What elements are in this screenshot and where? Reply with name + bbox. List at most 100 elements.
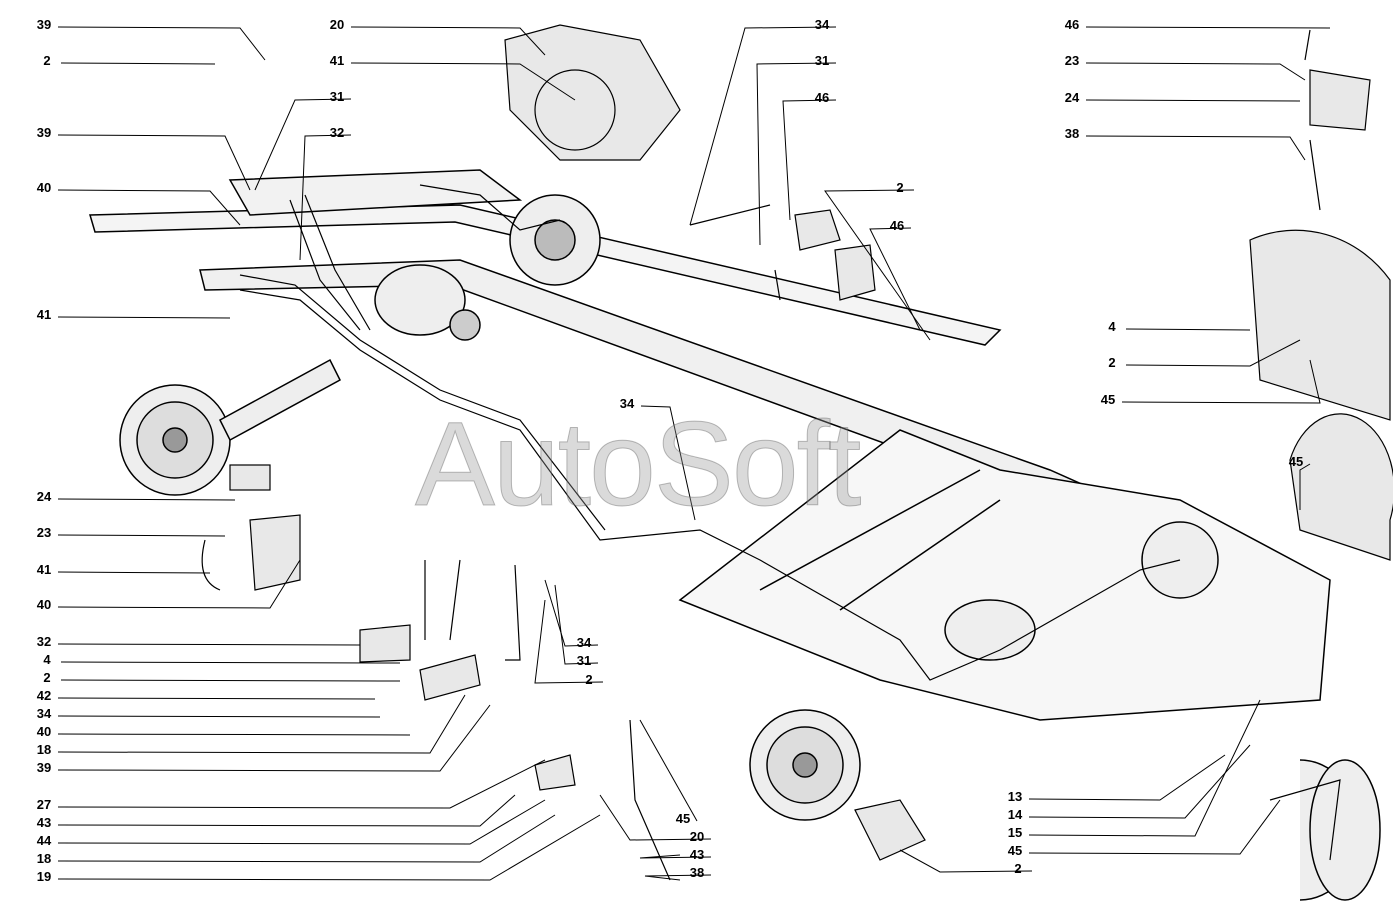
leader-line	[1121, 359, 1321, 404]
callout-label: 23	[1064, 52, 1080, 68]
leader-line	[824, 189, 931, 341]
callout-label: 2	[43, 669, 51, 685]
leader-line	[1085, 26, 1331, 29]
callout-label: 24	[1064, 89, 1080, 105]
leader-line	[1299, 463, 1311, 510]
leader-line	[57, 694, 466, 754]
callout-label: 40	[36, 179, 52, 195]
callout-label: 24	[36, 488, 52, 504]
leader-line	[899, 849, 1033, 873]
callout-label: 18	[36, 741, 52, 757]
leader-line	[57, 704, 491, 772]
leader-line	[639, 719, 698, 822]
leader-line	[350, 26, 546, 56]
callout-label: 46	[1064, 16, 1080, 32]
leader-line	[57, 498, 236, 501]
callout-label: 31	[329, 88, 345, 104]
leader-line	[57, 794, 516, 827]
callout-label: 4	[43, 651, 51, 667]
callout-label: 2	[1014, 860, 1022, 876]
leader-line	[57, 733, 411, 736]
leader-line	[644, 874, 712, 881]
leader-line	[57, 189, 241, 226]
callout-label: 18	[36, 850, 52, 866]
callout-label: 2	[585, 671, 593, 687]
callout-label: 31	[576, 652, 592, 668]
callout-label: 27	[36, 796, 52, 812]
leader-line	[1125, 328, 1251, 331]
callout-label: 31	[814, 52, 830, 68]
callout-label: 45	[1288, 453, 1304, 469]
callout-label: 44	[36, 832, 52, 848]
leader-line	[254, 98, 352, 191]
callout-label: 46	[814, 89, 830, 105]
leader-line	[57, 134, 251, 191]
leader-line	[640, 405, 696, 521]
callout-label: 32	[329, 124, 345, 140]
callout-label: 34	[619, 395, 635, 411]
callout-label: 23	[36, 524, 52, 540]
callout-label: 38	[1064, 125, 1080, 141]
leader-line	[57, 26, 266, 61]
callout-label: 20	[689, 828, 705, 844]
leader-line	[60, 661, 401, 664]
leader-line	[350, 62, 576, 101]
leader-line	[60, 62, 216, 65]
leader-line	[1028, 699, 1261, 837]
leader-line	[57, 697, 376, 700]
leader-line	[57, 643, 361, 646]
callout-label: 38	[689, 864, 705, 880]
callout-label: 39	[36, 124, 52, 140]
callout-label: 45	[1007, 842, 1023, 858]
leader-line	[57, 759, 546, 809]
leader-line	[689, 26, 837, 226]
leader-line	[1085, 135, 1306, 161]
callout-label: 34	[36, 705, 52, 721]
callout-label: 20	[329, 16, 345, 32]
callout-label: 14	[1007, 806, 1023, 822]
callout-label: 43	[36, 814, 52, 830]
callout-label: 34	[576, 634, 592, 650]
callout-label: 32	[36, 633, 52, 649]
callout-label: 46	[889, 217, 905, 233]
leader-line	[1028, 754, 1226, 801]
leader-line	[57, 814, 556, 863]
callout-label: 40	[36, 723, 52, 739]
leader-line	[869, 227, 921, 331]
callout-label: 2	[43, 52, 51, 68]
leader-line	[299, 134, 352, 261]
callout-label: 41	[36, 306, 52, 322]
leader-line	[1085, 62, 1306, 81]
leader-line	[544, 579, 599, 647]
leader-line	[57, 814, 601, 881]
leader-line	[57, 799, 546, 845]
brake-lines	[201, 29, 1341, 881]
leader-line	[57, 316, 231, 319]
callout-label: 15	[1007, 824, 1023, 840]
callout-label: 40	[36, 596, 52, 612]
callout-label: 39	[36, 759, 52, 775]
leader-line	[1028, 744, 1251, 819]
leader-line	[57, 559, 301, 609]
leader-line	[57, 534, 226, 537]
callout-label: 34	[814, 16, 830, 32]
inset-details	[229, 24, 1393, 861]
leader-line	[782, 99, 837, 221]
watermark: AutoSoft	[414, 397, 861, 532]
leader-line	[57, 571, 211, 574]
callout-label: 42	[36, 687, 52, 703]
leader-line	[554, 584, 599, 665]
callout-label: 43	[689, 846, 705, 862]
leader-line	[639, 854, 712, 859]
rear-axle	[119, 194, 601, 496]
leader-line	[60, 679, 401, 682]
leader-line	[57, 715, 381, 718]
callout-label: 4	[1108, 318, 1116, 334]
leader-line	[1125, 339, 1301, 367]
callout-label: 41	[329, 52, 345, 68]
leader-line	[1028, 799, 1281, 855]
leader-line	[756, 62, 837, 246]
leader-line	[599, 794, 712, 841]
